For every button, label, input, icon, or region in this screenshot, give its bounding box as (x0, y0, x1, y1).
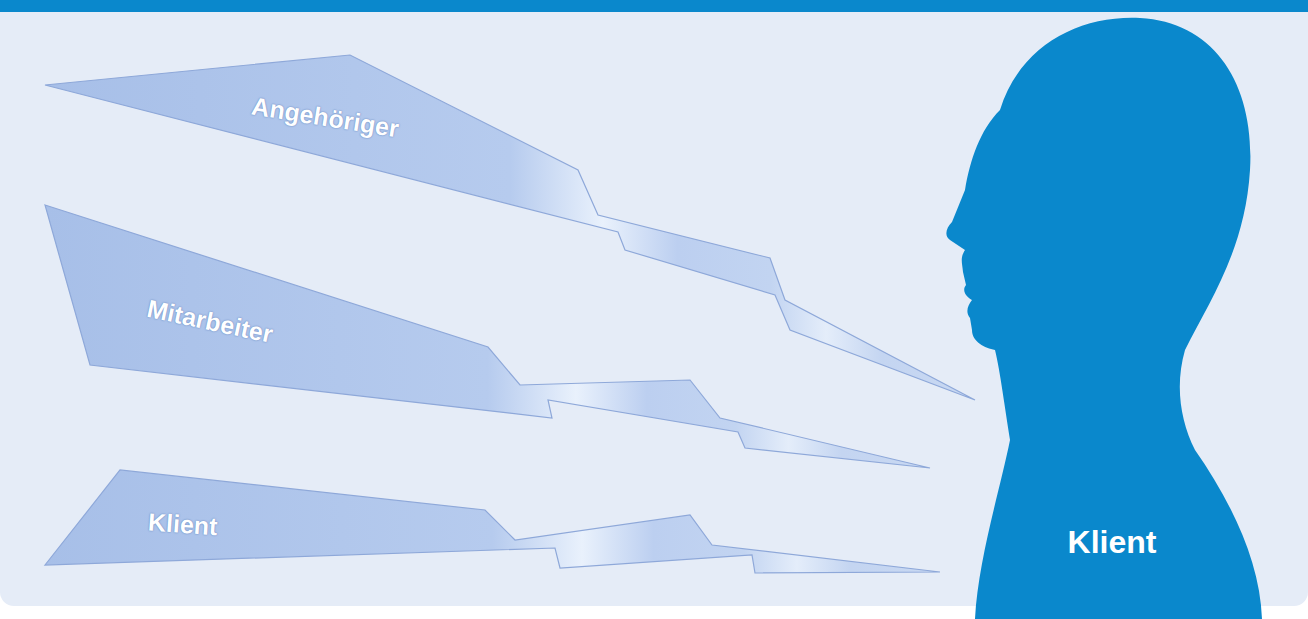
bolt-shape (45, 205, 930, 468)
head-shape (946, 18, 1262, 619)
influence-bolt: Klient (40, 465, 945, 580)
figure-label: Klient (1068, 525, 1157, 560)
influence-bolt: Mitarbeiter (40, 200, 940, 475)
top-bar (0, 0, 1308, 12)
client-figure: Klient (940, 12, 1270, 619)
bolt-shape (45, 470, 940, 573)
bolt-label: Klient (147, 509, 218, 541)
lightning-arrow (40, 200, 940, 475)
